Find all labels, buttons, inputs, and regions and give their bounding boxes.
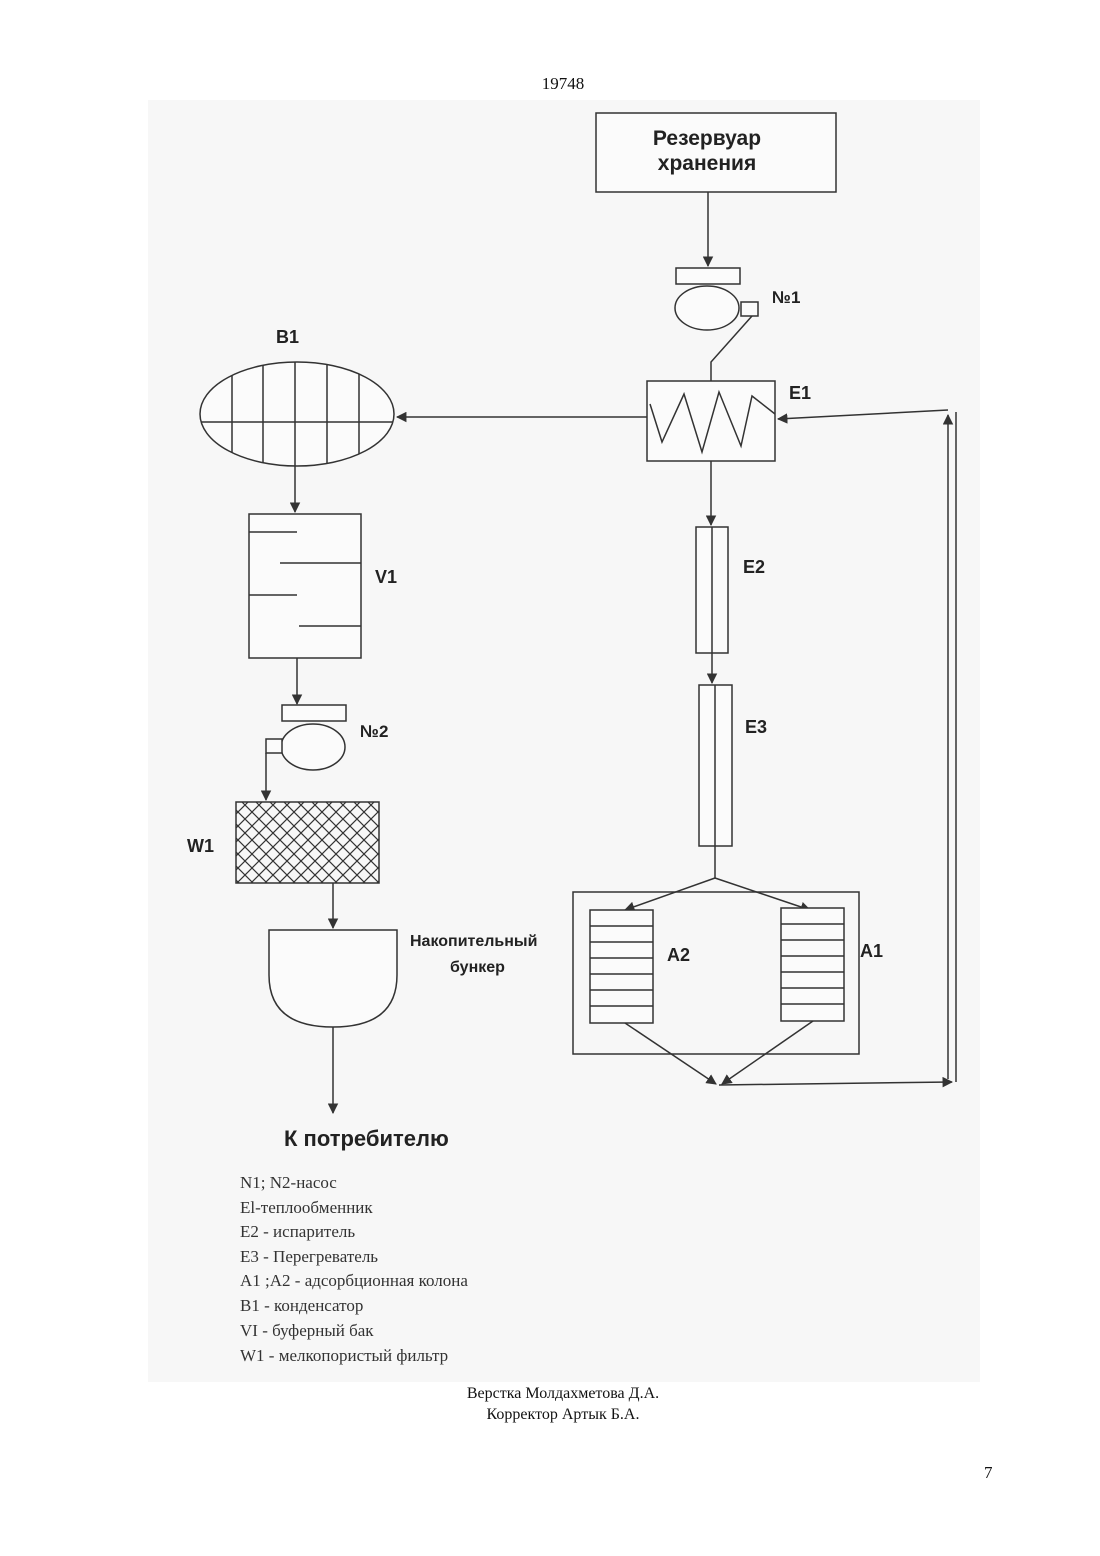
flow-recycle-to-e1 [778,410,948,419]
column-a1-label: A1 [860,941,883,961]
legend-item: E3 - Перегреватель [240,1247,378,1266]
pump2-label: №2 [360,722,388,741]
condenser-b1 [200,362,394,466]
condenser-label: B1 [276,327,299,347]
legend-item: B1 - конденсатор [240,1296,363,1315]
bunker-label-line2: бункер [450,959,505,976]
legend-item: A1 ;A2 - адсорбционная колона [240,1271,468,1290]
column-a2-label: A2 [667,945,690,965]
layout-credit: Верстка Молдахметова Д.А. [0,1383,1100,1404]
pump1-label: №1 [772,288,800,307]
pump1-nozzle [741,302,758,316]
flow-split-to-a2 [625,878,715,910]
flow-a1-to-merge [722,1021,813,1084]
pump1-body [675,286,739,330]
buffer-tank-v1 [249,514,361,658]
storage-tank-label-line1: Резервуар [653,127,761,150]
pump2-nozzle [266,739,282,753]
legend-item: El-теплообменник [240,1198,373,1217]
credits: Верстка Молдахметова Д.А. Корректор Арты… [0,1383,1100,1425]
legend-item: W1 - мелкопористый фильтр [240,1346,448,1365]
buffer-tank-label: V1 [375,567,397,587]
heat-exchanger-label: E1 [789,383,811,403]
pump2-plate [282,705,346,721]
legend: N1; N2-насос El-теплообменник E2 - испар… [240,1173,468,1365]
storage-tank-label-line2: хранения [658,152,756,175]
pump2-body [281,724,345,770]
corrector-credit: Корректор Артык Б.А. [0,1404,1100,1425]
page-number: 7 [984,1463,993,1483]
filter-w1 [236,802,379,883]
flow-split-to-a1 [715,878,810,910]
storage-bunker [269,930,397,1027]
evaporator-label: E2 [743,557,765,577]
legend-item: N1; N2-насос [240,1173,337,1192]
consumer-label: К потребителю [284,1126,449,1151]
filter-label: W1 [187,836,214,856]
flow-merge-to-recycle [719,1082,952,1085]
legend-item: VI - буферный бак [240,1321,374,1340]
superheater-label: E3 [745,717,767,737]
bunker-label-line1: Накопительный [410,933,537,950]
pump1-plate [676,268,740,284]
legend-item: E2 - испаритель [240,1222,355,1241]
